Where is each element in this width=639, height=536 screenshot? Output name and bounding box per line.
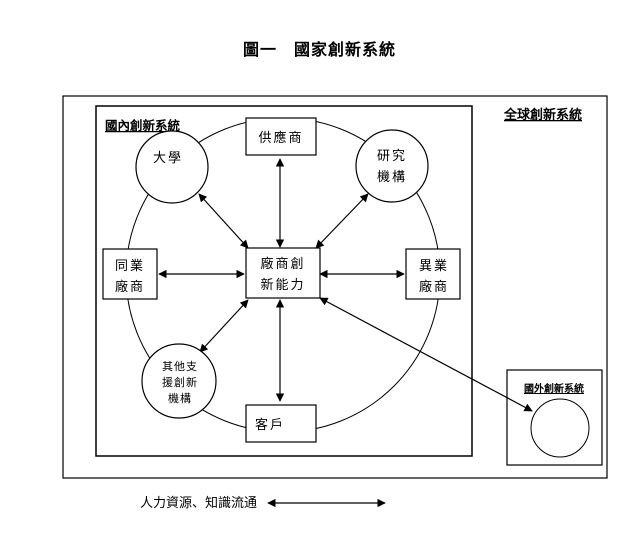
- research-node-line2: 機構: [377, 170, 407, 185]
- other-support-node-circle: [141, 343, 217, 419]
- arrow-other-support: [199, 299, 249, 353]
- cross-industry-node-line1: 異業: [419, 258, 449, 274]
- arrow-research: [315, 193, 369, 249]
- other-support-node-line3: 機構: [168, 391, 192, 405]
- global-system-box: [62, 95, 608, 479]
- university-node-label: 大學: [153, 151, 183, 166]
- research-node-line1: 研究: [377, 149, 407, 164]
- domestic-system-box: [95, 105, 473, 457]
- supplier-node-box: [245, 117, 317, 156]
- domestic-system-label: 國內創新系統: [105, 118, 181, 133]
- arrow-university: [198, 193, 249, 249]
- center-node-line1: 廠商創: [260, 256, 305, 272]
- legend-label: 人力資源、知識流通: [140, 496, 258, 511]
- university-node-circle: [135, 130, 209, 204]
- customer-node-box: [245, 404, 317, 443]
- peer-node-line2: 廠商: [115, 279, 145, 295]
- center-node-line2: 新能力: [260, 277, 305, 293]
- foreign-system-circle: [530, 398, 590, 458]
- research-node-circle: [355, 129, 429, 203]
- flow-arrows: [158, 158, 533, 412]
- supplier-node-label: 供應商: [258, 130, 303, 146]
- center-node-box: [245, 247, 321, 299]
- figure-title: 圖一 國家創新系統: [242, 40, 396, 59]
- other-support-node-line2: 援創新: [162, 375, 198, 389]
- cross-industry-node-box: [405, 248, 461, 300]
- cross-industry-node-line2: 廠商: [419, 279, 449, 295]
- peer-node-line1: 同業: [115, 258, 145, 274]
- foreign-system-box: [506, 369, 603, 466]
- customer-node-label: 客戶: [255, 417, 285, 433]
- arrow-foreign: [319, 297, 533, 412]
- foreign-system-label: 國外創新系統: [524, 382, 584, 395]
- peer-node-box: [102, 248, 158, 300]
- global-system-label: 全球創新系統: [503, 107, 582, 123]
- other-support-node-line1: 其他支: [162, 360, 198, 373]
